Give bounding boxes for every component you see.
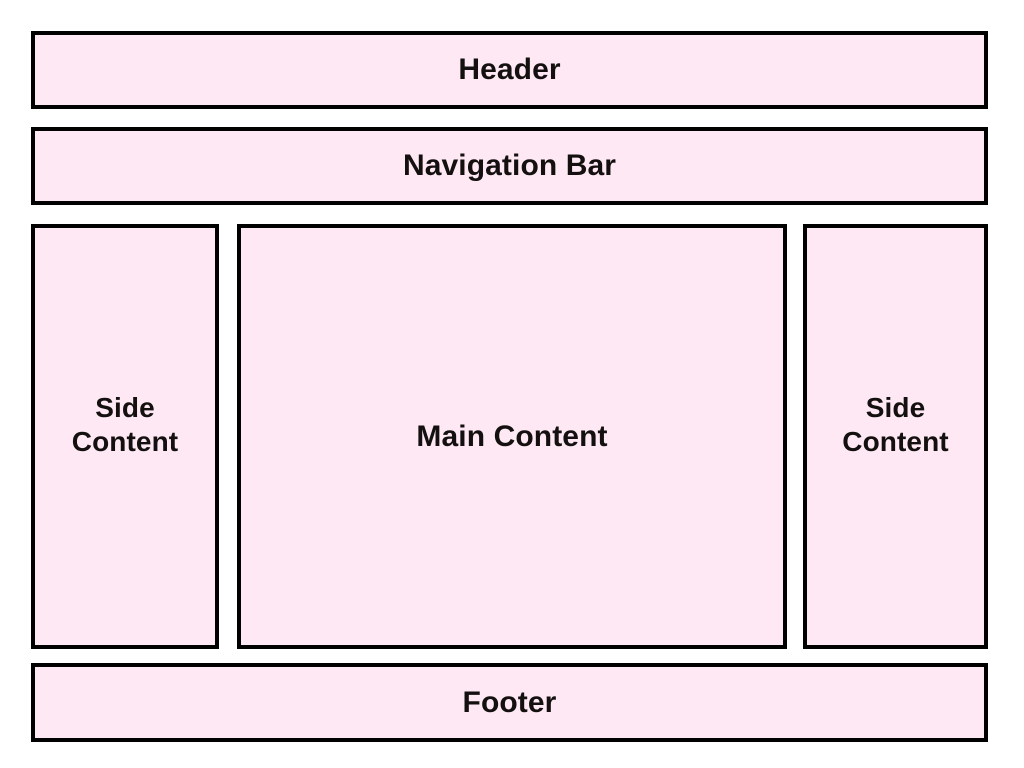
header-label: Header [458,53,561,87]
footer-label: Footer [462,685,557,719]
side-content-right-region: Side Content [803,224,988,649]
side-content-left-label: Side Content [71,392,179,457]
navigation-bar-label: Navigation Bar [402,149,617,183]
main-content-region: Main Content [237,224,787,649]
side-content-right-label: Side Content [842,392,949,457]
header-region: Header [31,31,988,109]
side-content-left-region: Side Content [31,224,219,649]
main-content-label: Main Content [416,419,608,453]
navigation-bar-region: Navigation Bar [31,127,988,205]
footer-region: Footer [31,663,988,742]
